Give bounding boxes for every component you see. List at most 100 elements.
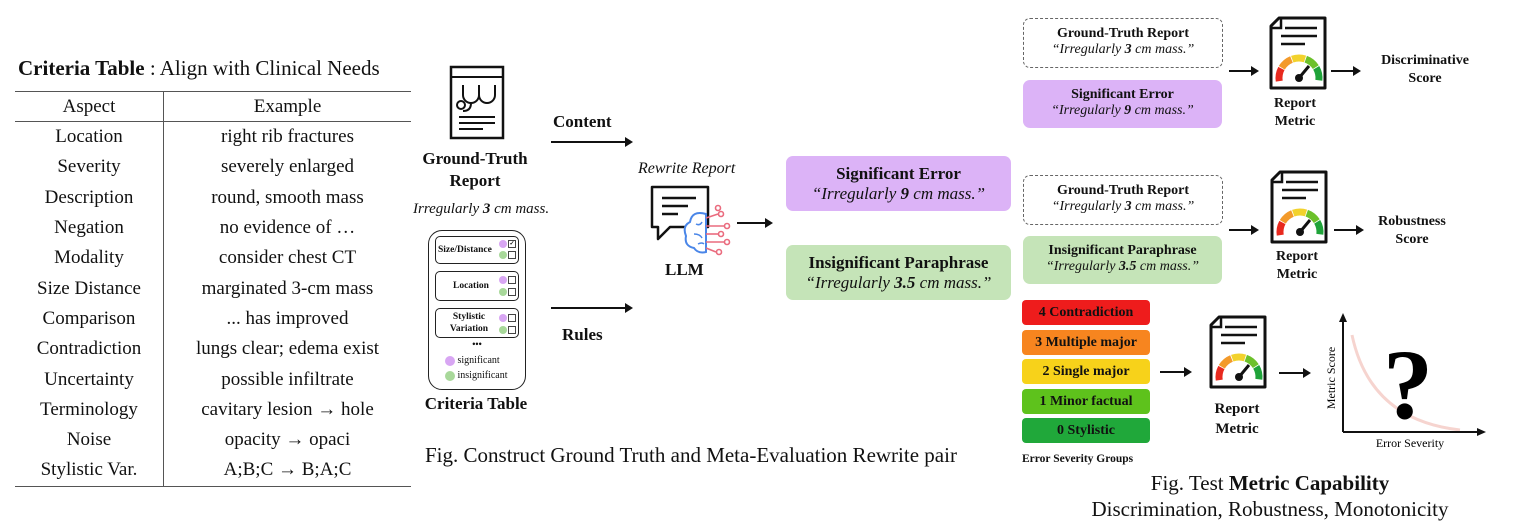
insignificant-paraphrase-box: Insignificant Paraphrase “Irregularly 3.…: [786, 245, 1011, 300]
checkbox-checked[interactable]: ✓: [508, 239, 516, 248]
criteria-row-stylistic-variation: Stylistic Variation: [435, 308, 519, 338]
legend-insignificant: insignificant: [445, 370, 508, 381]
gauge-segment: [1314, 220, 1324, 235]
criteria-row-location: Location: [435, 271, 519, 301]
disc-output-arrow: [1331, 66, 1361, 76]
severity-group-3: 1 Minor factual: [1022, 388, 1150, 414]
aspect-cell: Description: [15, 182, 164, 213]
example-cell: ... has improved: [226, 307, 349, 329]
header-example: Example: [163, 92, 411, 122]
question-mark-icon: ?: [1383, 329, 1433, 440]
severity-group-2: 2 Single major: [1022, 359, 1150, 384]
example-cell: round, smooth mass: [211, 186, 364, 208]
example-cell: no evidence of …: [219, 217, 356, 239]
legend-significant: significant: [445, 355, 500, 366]
plot-y-label: Metric Score: [1324, 347, 1338, 409]
gauge-segment: [1253, 365, 1263, 380]
plot-x-label: Error Severity: [1376, 436, 1444, 450]
significant-error-box: Significant Error “Irregularly 9 cm mass…: [786, 156, 1011, 211]
significant-dot: [499, 275, 507, 284]
example-cell: marginated 3-cm mass: [201, 277, 374, 299]
example-cell: possible infiltrate: [221, 368, 354, 390]
llm-output-arrow: [737, 218, 773, 228]
example-cell: cavitary lesion → hole: [201, 398, 374, 420]
mono-input-arrow: [1160, 367, 1192, 377]
medical-report-stethoscope-icon: [449, 65, 505, 140]
insignificant-dot: [499, 325, 507, 334]
rob-output-arrow: [1334, 225, 1364, 235]
example-cell: opacity → opaci: [224, 429, 351, 451]
checkbox[interactable]: [508, 287, 516, 296]
aspect-cell: Comparison: [15, 303, 164, 335]
criteria-table-caption: Criteria Table: [424, 394, 528, 413]
checkbox[interactable]: [508, 275, 516, 284]
significant-dot: [499, 239, 507, 248]
gauge-segment: [1275, 66, 1285, 82]
aspect-cell: Severity: [15, 152, 164, 183]
severity-group-1: 3 Multiple major: [1022, 329, 1150, 355]
content-arrow: [551, 137, 633, 147]
disc-significant-error-box: Significant Error “Irregularly 9 cm mass…: [1023, 80, 1222, 128]
table-row: Contradiction lungs clear; edema exist: [15, 334, 411, 365]
rules-arrow: [551, 303, 633, 313]
gauge-segment: [1304, 55, 1319, 70]
example-cell: right rib fractures: [221, 126, 354, 148]
gauge-segment: [1278, 56, 1294, 70]
criteria-row-size-distance: Size/Distance ✓: [435, 236, 519, 264]
aspect-cell: Negation: [15, 212, 164, 244]
gauge-segment: [1305, 209, 1320, 224]
aspect-cell: Modality: [15, 243, 164, 274]
rewrite-report-label: Rewrite Report: [638, 160, 736, 177]
example-cell: severely enlarged: [220, 156, 355, 178]
content-label: Content: [553, 112, 612, 131]
aspect-cell: Noise: [15, 424, 164, 456]
gauge-segment: [1291, 54, 1307, 63]
example-cell: lungs clear; edema exist: [195, 338, 380, 360]
rob-ground-truth-box: Ground-Truth Report “Irregularly 3 cm ma…: [1023, 175, 1223, 225]
x-axis-arrow-icon: [1477, 428, 1486, 436]
aspect-cell: Terminology: [15, 394, 164, 425]
gauge-segment: [1244, 354, 1259, 369]
disc-ground-truth-box: Ground-Truth Report “Irregularly 3 cm ma…: [1023, 18, 1223, 68]
monotonicity-plot: Metric Score Error Severity ?: [1324, 313, 1486, 450]
chat-brain-llm-icon: [650, 185, 731, 256]
ground-truth-example: Irregularly 3 cm mass.: [413, 201, 550, 217]
checkbox[interactable]: [508, 250, 516, 259]
gauge-segment: [1313, 66, 1323, 81]
checkbox[interactable]: [508, 325, 516, 334]
construct-figure-caption: Fig. Construct Ground Truth and Meta-Eva…: [425, 443, 957, 467]
llm-label: LLM: [665, 260, 704, 279]
table-header-row: Aspect Example: [15, 92, 411, 122]
criteria-table-title: Criteria Table : Align with Clinical Nee…: [18, 56, 380, 80]
table-row: Noise opacity → opaci: [15, 424, 411, 456]
checkbox[interactable]: [508, 313, 516, 322]
significant-dot: [445, 355, 455, 366]
gauge-segment: [1279, 210, 1295, 224]
error-severity-groups-caption: Error Severity Groups: [1022, 453, 1134, 465]
rob-input-arrow: [1229, 225, 1259, 235]
table-row: Description round, smooth mass: [15, 182, 411, 213]
aspect-cell: Size Distance: [15, 273, 164, 304]
report-metric-gauge-icon: [1207, 315, 1269, 396]
severity-group-0: 4 Contradiction: [1022, 300, 1150, 325]
mono-output-arrow: [1279, 368, 1311, 378]
gauge-segment: [1292, 208, 1308, 217]
disc-input-arrow: [1229, 66, 1259, 76]
aspect-cell: Contradiction: [15, 334, 164, 365]
report-metric-gauge-icon: [1268, 170, 1330, 251]
insignificant-dot: [445, 370, 455, 381]
example-cell: consider chest CT: [218, 247, 357, 269]
y-axis-arrow-icon: [1339, 313, 1347, 322]
capability-figure-caption: Fig. Test Metric Capability Discriminati…: [1091, 471, 1449, 521]
significant-error-example: “Irregularly 9 cm mass.”: [811, 184, 986, 203]
header-aspect: Aspect: [15, 92, 164, 122]
curve-line: [1350, 334, 1461, 432]
criteria-card: Size/Distance ✓ Location Stylistic Varia…: [428, 230, 526, 390]
